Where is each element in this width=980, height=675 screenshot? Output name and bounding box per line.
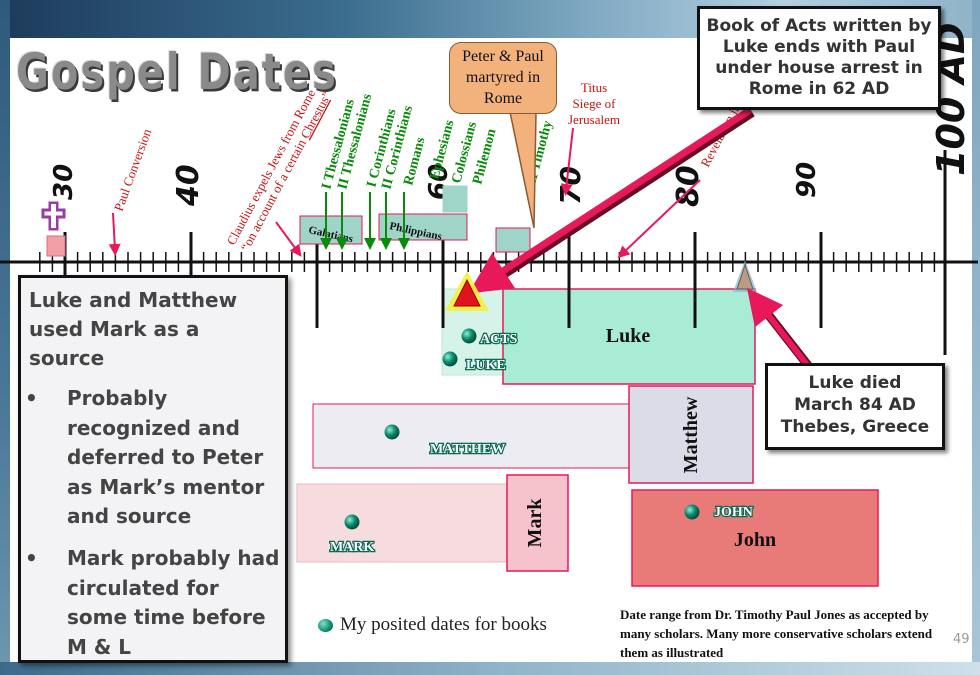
martyrdom-line-1: Peter & Paul [462,48,544,65]
paul-conversion-label: Paul Conversion [111,126,155,213]
legend-dot-icon [318,619,333,632]
luke-death-line-1: Luke died [808,373,902,393]
titus-arrow [560,127,574,196]
john-book-label: JOHN [714,505,753,520]
legend-text: My posited dates for books [340,614,547,635]
matthew-range-extended [312,403,630,469]
slide-title: Gospel Dates [16,44,338,102]
matthew-range-box [628,385,754,484]
luke-dot [442,351,458,367]
martyrdom-line-3: Rome [483,90,523,107]
matthew-book-label: MATTHEW [430,442,505,457]
luke-death-triangle-icon [736,263,754,290]
prison-epistles-box [442,185,468,213]
tick-label-30: 30 [49,164,79,200]
john-range-label: John [734,529,776,551]
luke-death-line-3: Thebes, Greece [780,417,930,437]
acts-callout: Book of Acts written by Luke ends with P… [697,6,941,110]
acts-dot [461,328,477,344]
luke-range-label: Luke [606,325,651,347]
matthew-dot [384,424,400,440]
luke-death-line-2: March 84 AD [794,395,916,415]
titus-line2: Siege of [573,96,617,111]
acts-triangle-icon [453,278,481,307]
luke-death-arrow [746,287,811,368]
synoptic-note-box: Luke and Matthew used Mark as a source •… [18,275,288,663]
mark-range-label: Mark [524,498,546,548]
page-number: 49 [953,632,970,647]
timothy-box [495,227,531,253]
synoptic-note-bullet-1: • Probably recognized and deferred to Pe… [25,384,285,532]
philippians-box [378,213,468,241]
acts-callout-line-4: Rome in 62 AD [748,79,890,99]
tick-label-80: 80 [671,165,706,207]
acts-callout-line-1: Book of Acts written by [706,16,932,36]
background-edge-bottom [0,662,980,675]
synoptic-note-bullet-2: • Mark probably had circulated for some … [25,544,285,662]
acts-book-label: ACTS [480,332,518,347]
john-dot [684,504,700,520]
martyrdom-bubble-tail [509,111,537,229]
minor-ticks [39,252,936,272]
bullet-2-text: Mark probably had circulated for some ti… [67,546,280,659]
titus-line3: Jerusalem [568,112,620,127]
claudius-arrow [275,221,302,257]
revelation-arrow [617,179,701,259]
john-range-box [631,489,879,587]
bullet-1-text: Probably recognized and deferred to Pete… [67,386,265,528]
acts-callout-line-2: Luke ends with Paul [722,37,916,57]
tick-label-70: 70 [554,166,587,205]
titus-line1: Titus [581,80,607,95]
crucifixion-marker [46,235,66,257]
mark-range-box [506,474,569,572]
acts-callout-line-3: under house arrest in [715,58,923,78]
luke-range-box [502,288,756,385]
mark-book-label: MARK [330,540,374,555]
acts-arrow [468,107,752,294]
background-edge-right [972,0,980,675]
paul-conversion-arrow [108,212,121,256]
luke-death-callout: Luke died March 84 AD Thebes, Greece [765,363,945,450]
synoptic-note-heading: Luke and Matthew used Mark as a source [29,288,238,370]
bullet-1-marker: • [25,386,38,410]
martyrdom-bubble: Peter & Paul martyred in Rome [449,42,557,114]
matthew-range-label: Matthew [680,396,702,473]
luke-book-label: LUKE [466,358,506,373]
martyrdom-line-2: martyred in [465,69,541,86]
tick-label-90: 90 [792,162,822,198]
tick-label-40: 40 [171,164,206,207]
mark-dot [344,514,360,530]
cross-icon [41,201,66,231]
footnote: Date range from Dr. Timothy Paul Jones a… [620,607,933,660]
bullet-2-marker: • [25,546,38,570]
background-edge-left [0,0,10,675]
